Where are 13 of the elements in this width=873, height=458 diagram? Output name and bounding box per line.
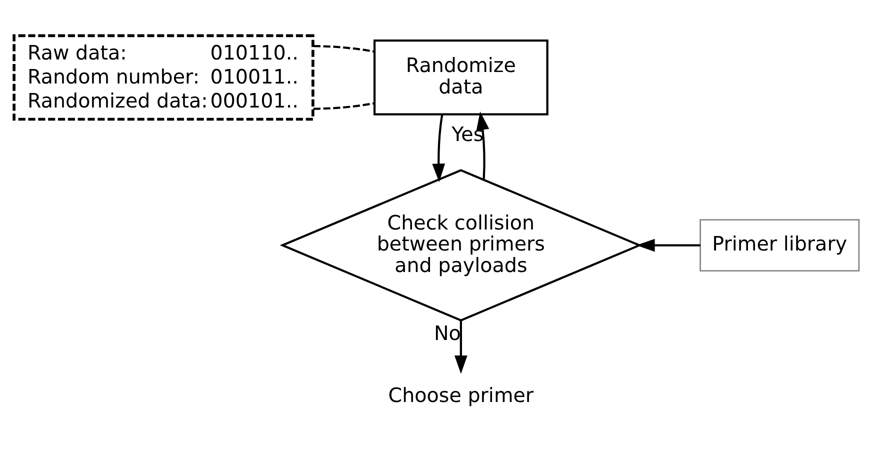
node-diamond: Check collision between primers and payloads — [280, 169, 642, 322]
connector — [313, 45, 375, 53]
edge-label: No — [434, 322, 461, 346]
node-box: Raw data: 010110.. Random number: 010011.. Randomized data:000101.. — [12, 34, 314, 121]
arrow — [432, 114, 446, 182]
arrow — [636, 238, 700, 252]
edge-label: Yes — [452, 123, 484, 146]
node-text: Choose primer — [388, 384, 534, 408]
arrow — [454, 320, 468, 374]
connector — [313, 102, 375, 110]
node-box: Randomize data — [373, 40, 548, 116]
node-box: Primer library — [700, 219, 860, 272]
arrow — [476, 111, 490, 180]
